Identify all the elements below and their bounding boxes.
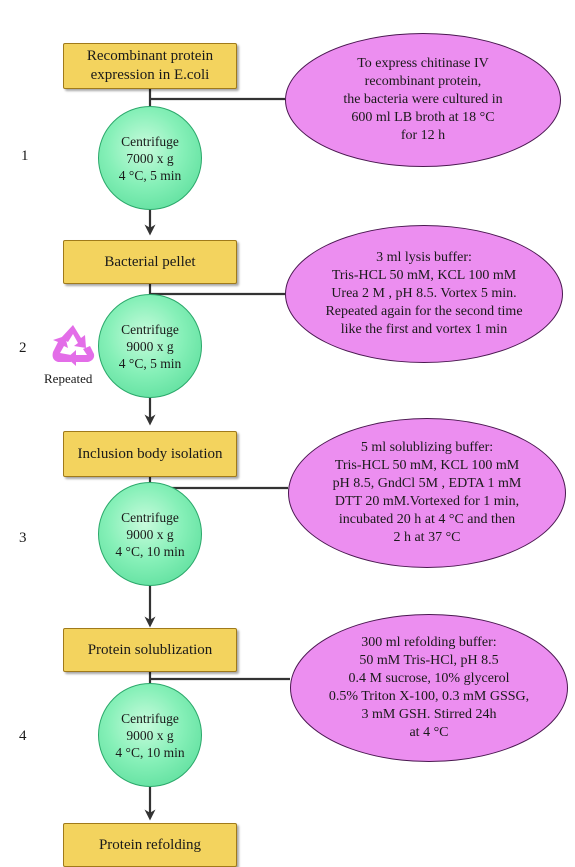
- condition-ellipse-2: 3 ml lysis buffer: Tris-HCL 50 mM, KCL 1…: [285, 225, 563, 363]
- step-box-pellet: Bacterial pellet: [63, 240, 237, 284]
- centrifuge-circle-3: Centrifuge 9000 x g 4 °C, 10 min: [98, 482, 202, 586]
- step-box-solubilization-label: Protein solublization: [87, 641, 213, 658]
- condition-ellipse-1: To express chitinase IV recombinant prot…: [285, 33, 561, 167]
- step-box-inclusion: Inclusion body isolation: [63, 431, 237, 477]
- centrifuge-1-text: Centrifuge 7000 x g 4 °C, 5 min: [118, 133, 182, 183]
- condition-ellipse-2-text: 3 ml lysis buffer: Tris-HCL 50 mM, KCL 1…: [325, 250, 523, 337]
- centrifuge-4-text: Centrifuge 9000 x g 4 °C, 10 min: [115, 710, 185, 760]
- repeated-label: Repeated: [44, 371, 93, 386]
- step-box-refolding: Protein refolding: [63, 823, 237, 867]
- step-box-expression: Recombinant protein expression in E.coli: [63, 43, 237, 89]
- step-box-refolding-label: Protein refolding: [98, 836, 202, 853]
- step-number-4: 4: [19, 728, 27, 744]
- condition-ellipse-4-text: 300 ml refolding buffer: 50 mM Tris-HCl,…: [328, 635, 530, 740]
- condition-ellipse-4: 300 ml refolding buffer: 50 mM Tris-HCl,…: [290, 614, 568, 762]
- condition-ellipse-3: 5 ml solublizing buffer: Tris-HCL 50 mM,…: [288, 418, 566, 568]
- centrifuge-circle-2: Centrifuge 9000 x g 4 °C, 5 min: [98, 294, 202, 398]
- step-number-2: 2: [19, 340, 27, 356]
- centrifuge-3-text: Centrifuge 9000 x g 4 °C, 10 min: [115, 509, 185, 559]
- centrifuge-circle-1: Centrifuge 7000 x g 4 °C, 5 min: [98, 106, 202, 210]
- centrifuge-circle-4: Centrifuge 9000 x g 4 °C, 10 min: [98, 683, 202, 787]
- recycle-icon: [52, 325, 95, 366]
- centrifuge-2-text: Centrifuge 9000 x g 4 °C, 5 min: [118, 321, 182, 371]
- step-box-inclusion-label: Inclusion body isolation: [77, 445, 223, 462]
- step-box-pellet-label: Bacterial pellet: [104, 253, 196, 270]
- step-box-solubilization: Protein solublization: [63, 628, 237, 672]
- condition-ellipse-1-text: To express chitinase IV recombinant prot…: [343, 56, 503, 143]
- step-number-3: 3: [19, 530, 27, 546]
- step-box-expression-label: Recombinant protein expression in E.coli: [86, 48, 214, 83]
- step-number-1: 1: [21, 148, 29, 164]
- condition-ellipse-3-text: 5 ml solublizing buffer: Tris-HCL 50 mM,…: [332, 440, 522, 545]
